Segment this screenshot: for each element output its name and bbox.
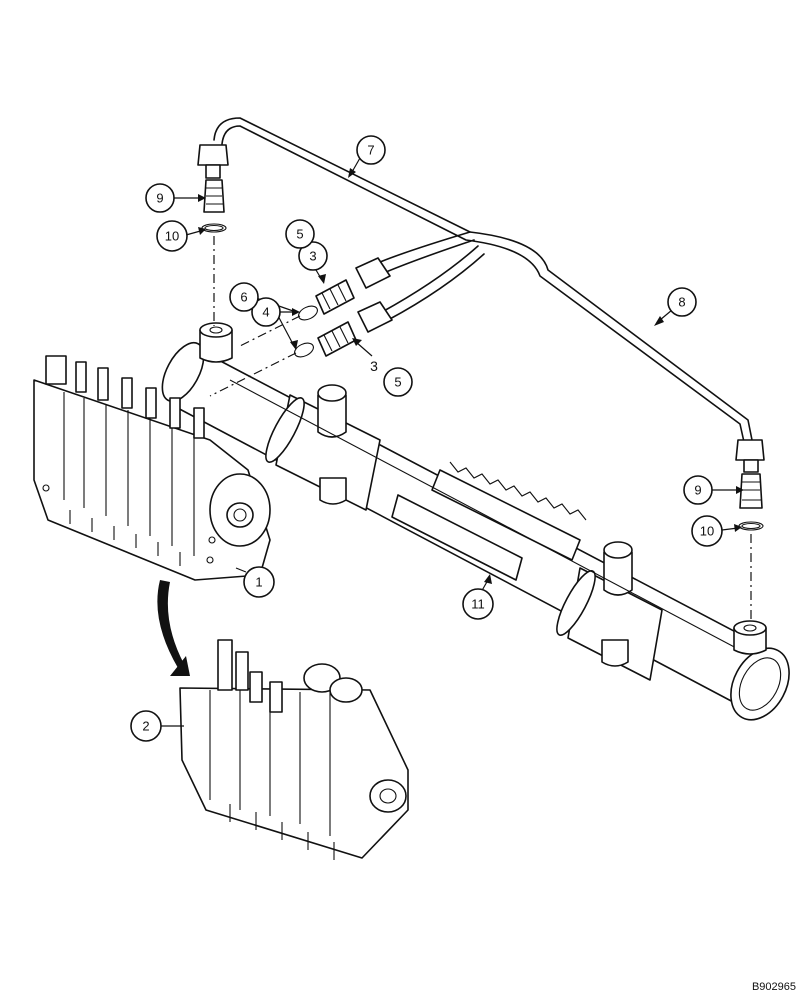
callout-2-label: 2 [142,719,149,734]
callout-9-right-label: 9 [694,483,701,498]
callout-9-right: 9 [683,475,713,505]
callout-7: 7 [356,135,386,165]
callout-9-left: 9 [145,183,175,213]
reference-arrow [157,580,190,676]
callout-7-label: 7 [367,143,374,158]
callout-11: 11 [462,588,494,620]
callout-4-label: 4 [262,305,269,320]
callout-11-label: 11 [471,597,485,612]
hydraulic-cylinder [161,322,790,721]
figure-reference-code: B902965 [752,981,796,993]
control-valve-1 [33,355,271,581]
control-valve-2 [179,639,409,860]
fitting-stack-left [197,144,229,326]
callout-3-lower-label: 3 [370,358,378,374]
callout-10-left: 10 [156,220,188,252]
callout-3-upper: 3 [298,241,328,271]
callout-10-right: 10 [691,515,723,547]
hydraulic-tubes [213,117,753,443]
fitting-stack-right [735,439,765,622]
callout-1-label: 1 [255,575,262,590]
callout-9-left-label: 9 [156,191,163,206]
callout-6: 6 [229,282,259,312]
callout-2: 2 [130,710,162,742]
callout-5-upper: 5 [285,219,315,249]
callout-5-lower: 5 [383,367,413,397]
callout-4: 4 [251,297,281,327]
callout-3-upper-label: 3 [309,249,316,264]
callout-1: 1 [243,566,275,598]
callout-10-left-label: 10 [165,229,179,244]
callout-6-label: 6 [240,290,247,305]
callout-5-upper-label: 5 [296,227,303,242]
leader-lines [160,157,744,727]
fittings-middle [209,257,393,397]
callout-10-right-label: 10 [700,524,714,539]
callout-5-lower-label: 5 [394,375,401,390]
callout-8: 8 [667,287,697,317]
callout-3-lower: 3 [370,358,378,374]
callout-8-label: 8 [678,295,685,310]
